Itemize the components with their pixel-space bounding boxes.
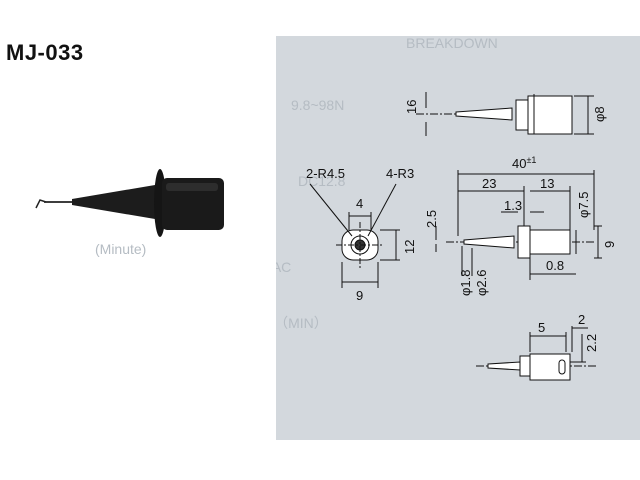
spec-bg-text-6: AC1000V 1分間（Minute） bbox=[276, 391, 286, 407]
dim-phi2-6: φ2.6 bbox=[474, 269, 489, 296]
dim-12: 12 bbox=[402, 240, 417, 254]
probe-highlight bbox=[166, 183, 218, 191]
photo-bg-text: (Minute) bbox=[95, 241, 146, 257]
product-photo-panel: (Minute) bbox=[0, 36, 276, 440]
dim-9-side: 9 bbox=[602, 241, 617, 248]
dim-4: 4 bbox=[356, 196, 363, 211]
dim-2-r45: 2-R4.5 bbox=[306, 166, 345, 181]
bottom-view bbox=[476, 326, 596, 381]
side-view bbox=[435, 170, 602, 280]
dim-2-2: 2.2 bbox=[584, 334, 599, 352]
dim-4-r3: 4-R3 bbox=[386, 166, 414, 181]
spec-bg-text-2: 9.8~98N bbox=[291, 97, 344, 113]
probe-shaft bbox=[72, 185, 155, 219]
model-title: MJ-033 bbox=[6, 40, 84, 65]
end-view bbox=[309, 183, 400, 288]
spec-bg-text-4: 125V AC bbox=[276, 259, 291, 275]
dim-9-end: 9 bbox=[356, 288, 363, 303]
dimension-drawing-panel: BREAKDOWN 9.8~98N DC12.8 125V AC DC 500V… bbox=[116, 35, 640, 440]
dim-2: 2 bbox=[578, 312, 585, 327]
dim-16: 16 bbox=[404, 100, 419, 114]
dim-2-5: 2.5 bbox=[424, 210, 439, 228]
dim-13: 13 bbox=[540, 176, 554, 191]
spec-bg-text-5: DC 500V 100M Ω以上（MIN） bbox=[276, 315, 328, 331]
spec-bg-text-3: DC12.8 bbox=[298, 173, 346, 189]
dim-phi8: φ8 bbox=[592, 106, 607, 122]
dim-phi7-5: φ7.5 bbox=[576, 191, 591, 218]
spec-bg-text-1: BREAKDOWN bbox=[406, 36, 498, 51]
dim-0-8: 0.8 bbox=[546, 258, 564, 273]
dimension-drawing: BREAKDOWN 9.8~98N DC12.8 125V AC DC 500V… bbox=[116, 35, 617, 407]
dim-40: 40±1 bbox=[512, 155, 536, 171]
dim-23: 23 bbox=[482, 176, 496, 191]
dim-1-3: 1.3 bbox=[504, 198, 522, 213]
probe-photo: (Minute) bbox=[35, 169, 224, 257]
dim-5: 5 bbox=[538, 320, 545, 335]
top-view bbox=[416, 92, 594, 136]
dim-phi1-8: φ1.8 bbox=[458, 269, 473, 296]
